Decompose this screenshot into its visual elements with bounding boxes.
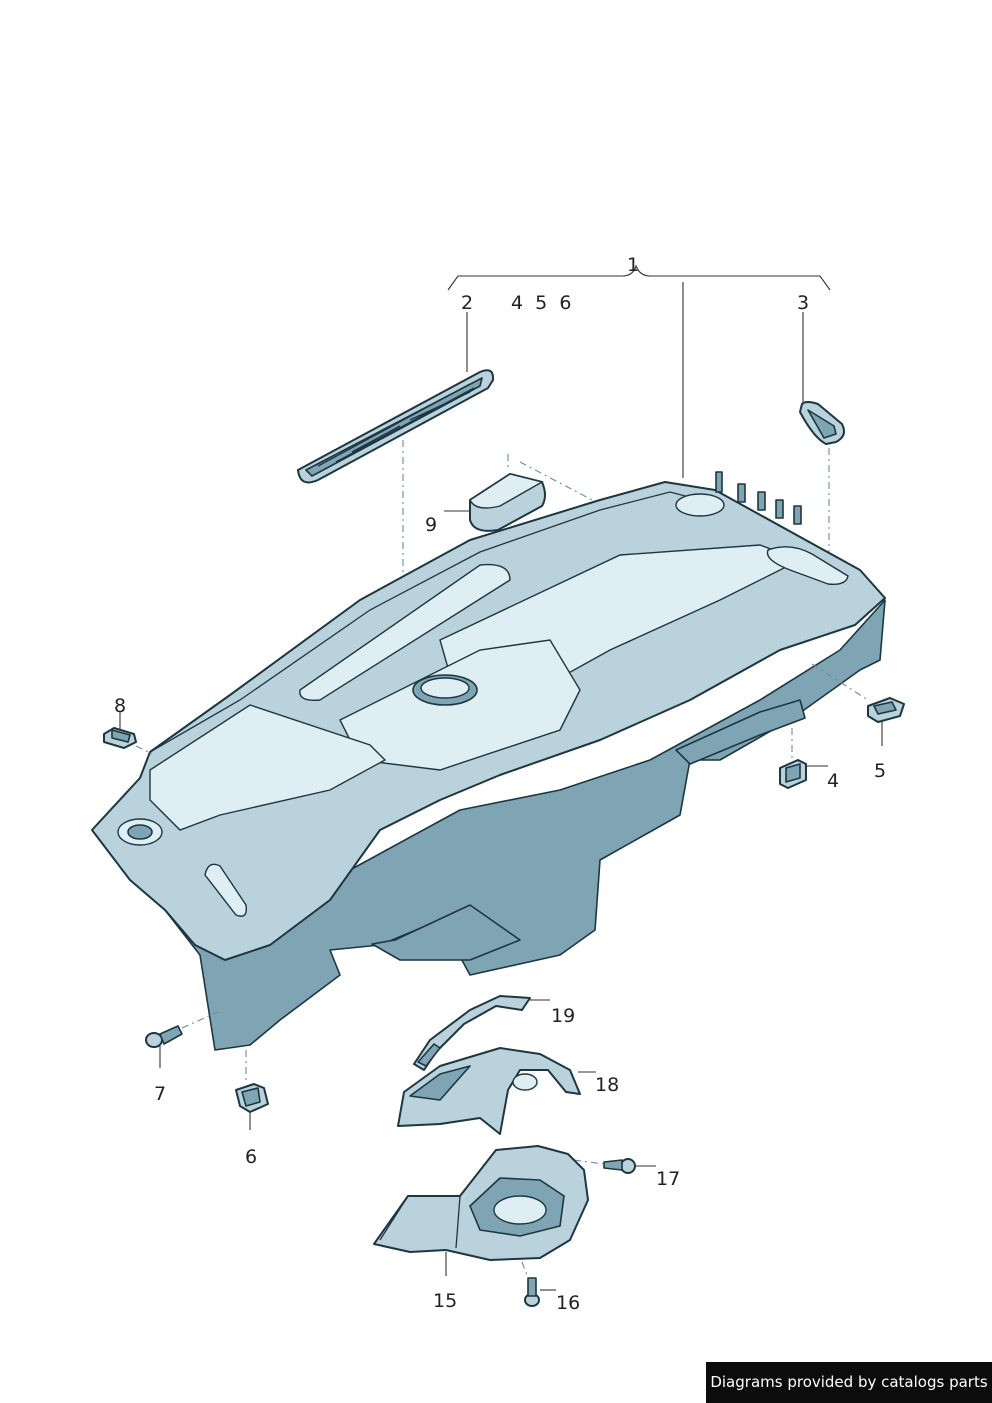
- callout-9: 9: [425, 514, 438, 536]
- bolt-part-7: [145, 1025, 183, 1048]
- dashboard-panel-part-1: [91, 471, 886, 1051]
- clip-part-6: [235, 1083, 269, 1113]
- callout-17: 17: [656, 1168, 681, 1190]
- callout-19: 19: [551, 1005, 576, 1027]
- callout-18: 18: [595, 1074, 620, 1096]
- screw-part-16: [524, 1277, 540, 1307]
- centerline-17: [573, 1159, 605, 1165]
- callout-15: 15: [433, 1290, 458, 1312]
- callout-4: 4: [827, 770, 840, 792]
- callout-7: 7: [154, 1083, 167, 1105]
- centerline-5: [811, 663, 869, 701]
- cover-part-9: [469, 473, 546, 532]
- callout-5: 5: [874, 760, 887, 782]
- callout-1: 1: [627, 254, 640, 276]
- defroster-vent-part-2: [297, 369, 495, 484]
- callout-6: 6: [245, 1146, 258, 1168]
- clip-part-8: [103, 727, 137, 749]
- centerline-9: [507, 454, 597, 503]
- clip-part-4: [779, 759, 807, 789]
- footer-credit: Diagrams provided by catalogs parts: [706, 1362, 992, 1403]
- callout-16: 16: [556, 1292, 581, 1314]
- screw-part-17: [603, 1158, 636, 1174]
- centerline-7: [181, 1011, 219, 1029]
- trim-strip-part-19: [413, 995, 531, 1071]
- column-lower-trim-part-15: [373, 1145, 589, 1261]
- callout-8: 8: [114, 695, 127, 717]
- callout-2: 2: [461, 292, 474, 314]
- bracket-group-1: [447, 264, 831, 291]
- centerline-16: [521, 1261, 529, 1279]
- callout-456: 4 5 6: [511, 292, 572, 314]
- connector-part-5: [867, 697, 905, 723]
- column-upper-trim-part-18: [397, 1047, 581, 1135]
- callout-3: 3: [797, 292, 810, 314]
- centerline-8: [135, 745, 153, 755]
- side-vent-part-3: [799, 401, 845, 445]
